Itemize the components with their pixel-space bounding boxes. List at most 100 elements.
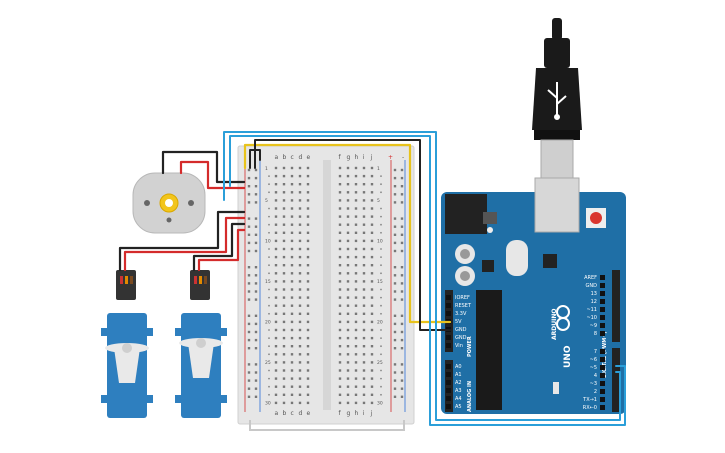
- hole: [354, 223, 358, 226]
- hole: [282, 174, 286, 178]
- rail-hole: [400, 274, 404, 277]
- rail-hole: [393, 387, 397, 390]
- rail-hole: [254, 371, 258, 374]
- rail-hole: [400, 387, 404, 390]
- pin-hole: [446, 396, 451, 401]
- hole: [306, 264, 310, 267]
- hole: [282, 304, 286, 307]
- row-number: 20: [377, 320, 383, 326]
- hole: [370, 353, 374, 356]
- rail-hole: [393, 371, 397, 374]
- column-label: b: [283, 154, 287, 161]
- hole: [274, 239, 278, 243]
- row-number: 25: [377, 360, 383, 366]
- hole: [298, 393, 302, 396]
- pin-label: ~10: [586, 315, 597, 321]
- pin-hole: [446, 335, 451, 340]
- hole: [370, 385, 374, 388]
- pin-hole: [600, 315, 605, 320]
- pin-hole: [600, 283, 605, 288]
- rail-hole: [393, 330, 397, 334]
- rail-hole: [247, 249, 251, 253]
- hole: [298, 377, 302, 380]
- rail-hole: [400, 347, 404, 350]
- hole: [298, 336, 302, 340]
- hole: [338, 207, 342, 210]
- rail-hole: [254, 274, 258, 277]
- arduino-model: UNO: [563, 345, 573, 368]
- hole: [306, 393, 310, 396]
- hole: [274, 353, 278, 356]
- hole: [338, 288, 342, 291]
- pin-label: GND: [455, 327, 467, 333]
- hole: [362, 255, 366, 259]
- row-dot: [268, 296, 270, 299]
- dc-motor: [132, 172, 206, 234]
- hole: [274, 345, 278, 348]
- hole: [362, 166, 366, 170]
- hole: [338, 369, 342, 372]
- hole: [338, 393, 342, 396]
- rail-hole: [254, 338, 258, 342]
- hole: [370, 215, 374, 218]
- row-dot: [380, 223, 382, 226]
- rail-hole: [247, 176, 251, 180]
- hole: [346, 345, 350, 348]
- hole: [362, 312, 366, 315]
- hole: [290, 191, 294, 194]
- column-label: i: [363, 154, 365, 161]
- hole: [338, 264, 342, 267]
- hole: [370, 207, 374, 210]
- hole: [306, 223, 310, 226]
- row-number: 1: [265, 166, 268, 172]
- hole: [298, 223, 302, 226]
- hole: [298, 280, 302, 283]
- hole: [274, 280, 278, 283]
- hole: [338, 312, 342, 315]
- pin-label: 7: [594, 349, 597, 355]
- hole: [274, 174, 278, 178]
- hole: [298, 272, 302, 275]
- rail-hole: [247, 201, 251, 204]
- hole: [370, 345, 374, 348]
- rail-hole: [400, 249, 404, 253]
- hole: [362, 336, 366, 340]
- column-label: c: [291, 410, 294, 417]
- hole: [282, 296, 286, 299]
- rail-hole: [247, 395, 251, 398]
- row-dot: [380, 393, 382, 396]
- pin-hole: [600, 397, 605, 402]
- rail-hole: [254, 225, 258, 228]
- hole: [338, 304, 342, 307]
- hole: [354, 183, 358, 186]
- hole: [298, 247, 302, 251]
- hole: [290, 231, 294, 234]
- hole: [274, 215, 278, 218]
- hole: [362, 369, 366, 372]
- hole: [338, 328, 342, 332]
- hole: [370, 296, 374, 299]
- pin-label: AREF: [584, 275, 597, 281]
- row-dot: [380, 377, 382, 380]
- rail-hole: [400, 330, 404, 334]
- hole: [354, 304, 358, 307]
- row-dot: [268, 288, 270, 291]
- rail-hole: [247, 314, 251, 317]
- pin-label: A5: [455, 404, 462, 410]
- servo-left: [101, 270, 153, 418]
- hole: [306, 280, 310, 283]
- pin-hole: [600, 373, 605, 378]
- hole: [306, 247, 310, 251]
- rail-hole: [400, 193, 404, 196]
- hole: [338, 353, 342, 356]
- pin-hole: [446, 404, 451, 409]
- analog-header-title: ANALOG IN: [467, 381, 473, 412]
- hole: [346, 312, 350, 315]
- hole: [298, 239, 302, 243]
- row-dot: [268, 345, 270, 348]
- hole: [282, 255, 286, 259]
- row-dot: [380, 191, 382, 194]
- hole: [362, 174, 366, 178]
